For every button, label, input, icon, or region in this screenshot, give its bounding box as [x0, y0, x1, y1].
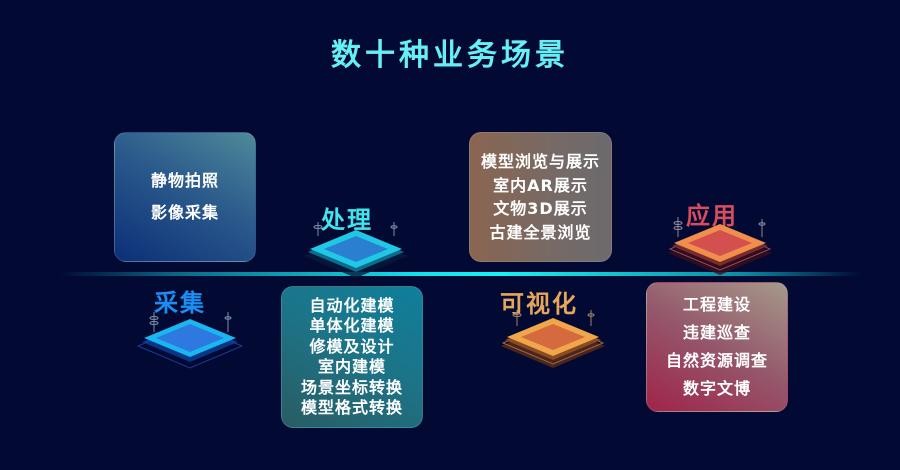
collect-item: 静物拍照	[150, 171, 219, 190]
visual-item: 文物3D展示	[493, 199, 588, 218]
chip-platform-red-icon	[660, 215, 780, 275]
visual-stage-label: 可视化	[500, 290, 578, 318]
app-item: 数字文博	[682, 379, 751, 398]
chip-platform-blue-icon	[130, 310, 250, 370]
page-title: 数十种业务场景	[331, 38, 569, 73]
process-item: 室内建模	[317, 357, 386, 376]
chip-platform-cyan-icon	[296, 222, 416, 282]
process-item: 场景坐标转换	[300, 377, 403, 397]
visual-item: 室内AR展示	[493, 175, 588, 195]
app-item: 违建巡查	[682, 323, 751, 342]
timeline-bar	[60, 272, 860, 276]
chip-platform-orange-icon	[493, 310, 613, 370]
process-item: 单体化建模	[309, 316, 395, 335]
process-item: 自动化建模	[309, 295, 395, 315]
process-item: 模型格式转换	[300, 398, 403, 417]
app-item: 自然资源调查	[665, 351, 768, 370]
visual-item: 古建全景浏览	[489, 222, 592, 242]
collect-card: 静物拍照 影像采集	[114, 132, 256, 262]
collect-stage-label: 采集	[154, 289, 206, 317]
app-stage-label: 应用	[686, 202, 738, 230]
process-stage-label: 处理	[321, 206, 373, 234]
process-item: 修模及设计	[309, 336, 395, 356]
app-item: 工程建设	[682, 295, 751, 314]
process-card: 自动化建模 单体化建模 修模及设计 室内建模 场景坐标转换 模型格式转换	[281, 286, 423, 428]
visual-card: 模型浏览与展示 室内AR展示 文物3D展示 古建全景浏览	[469, 132, 612, 262]
collect-item: 影像采集	[150, 203, 219, 222]
visual-item: 模型浏览与展示	[480, 152, 600, 171]
app-card: 工程建设 违建巡查 自然资源调查 数字文博	[646, 282, 788, 412]
